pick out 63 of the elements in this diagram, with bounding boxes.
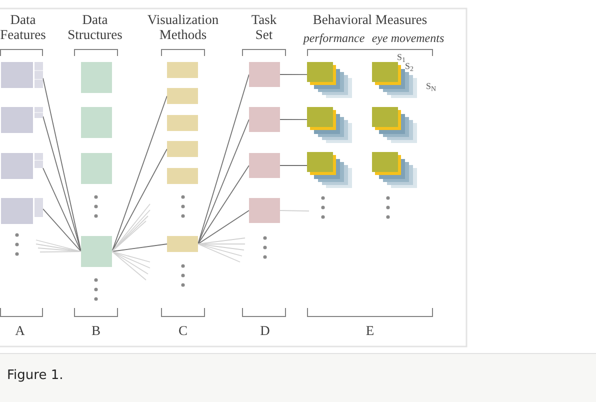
column-heading: Task Set bbox=[250, 12, 278, 42]
connector-line bbox=[42, 208, 82, 252]
connector-line bbox=[280, 119, 308, 120]
column-heading: Visualization Methods bbox=[146, 12, 220, 42]
connector-line bbox=[280, 74, 308, 76]
method-box bbox=[167, 168, 198, 184]
structure-box bbox=[81, 236, 112, 267]
connector-line bbox=[112, 251, 150, 262]
connector-line bbox=[198, 244, 242, 256]
sample-label: S$_{N}$ bbox=[426, 81, 436, 94]
connector-line bbox=[112, 251, 148, 274]
method-box bbox=[167, 141, 198, 157]
column-letter: B bbox=[90, 323, 102, 338]
structure-box bbox=[81, 107, 112, 138]
connector-line bbox=[112, 244, 168, 252]
feature-box bbox=[1, 62, 43, 88]
connector-line bbox=[112, 148, 168, 252]
method-box bbox=[167, 236, 198, 252]
card-stack bbox=[307, 107, 353, 143]
connector-line bbox=[112, 251, 150, 268]
connector-line bbox=[198, 238, 246, 244]
connector-line bbox=[198, 119, 250, 244]
feature-box bbox=[1, 107, 43, 133]
subheading: performance bbox=[302, 31, 366, 45]
column-heading: Data Structures bbox=[66, 12, 124, 42]
task-box bbox=[249, 198, 280, 223]
connector-line bbox=[36, 240, 82, 252]
method-box bbox=[167, 88, 198, 104]
column-heading: Behavioral Measures bbox=[312, 12, 428, 27]
card-stack bbox=[372, 62, 418, 98]
column-letter: A bbox=[14, 323, 26, 338]
connector-line bbox=[198, 165, 250, 244]
card-stack bbox=[307, 152, 353, 188]
task-box bbox=[249, 62, 280, 87]
connector-line bbox=[280, 210, 310, 212]
connector-line bbox=[280, 165, 308, 166]
task-box bbox=[249, 153, 280, 178]
column-heading: Data Features bbox=[0, 12, 46, 42]
connector-line bbox=[36, 244, 82, 252]
connector-line bbox=[112, 251, 146, 280]
connector-line bbox=[112, 216, 148, 252]
structure-box bbox=[81, 153, 112, 184]
card-stack bbox=[372, 107, 418, 143]
connector-line bbox=[42, 168, 82, 252]
sample-label: S$_{1}$ bbox=[397, 52, 406, 64]
connector-line bbox=[198, 244, 240, 262]
column-letter: E bbox=[364, 323, 376, 338]
method-box bbox=[167, 115, 198, 131]
connector-line bbox=[40, 251, 82, 252]
task-box bbox=[249, 107, 280, 132]
figure-caption: Figure 1. bbox=[7, 368, 64, 384]
card-stack bbox=[307, 62, 353, 98]
method-box bbox=[167, 62, 198, 78]
column-letter: C bbox=[177, 323, 188, 338]
structure-box bbox=[81, 62, 112, 93]
column-letter: D bbox=[259, 323, 271, 338]
feature-box bbox=[1, 153, 43, 179]
subheading: eye movements bbox=[370, 31, 446, 45]
feature-box bbox=[1, 198, 43, 224]
card-stack bbox=[372, 152, 418, 188]
connector-line bbox=[198, 210, 250, 244]
sample-label: S$_{2}$ bbox=[405, 61, 414, 74]
connector-line bbox=[112, 220, 146, 252]
